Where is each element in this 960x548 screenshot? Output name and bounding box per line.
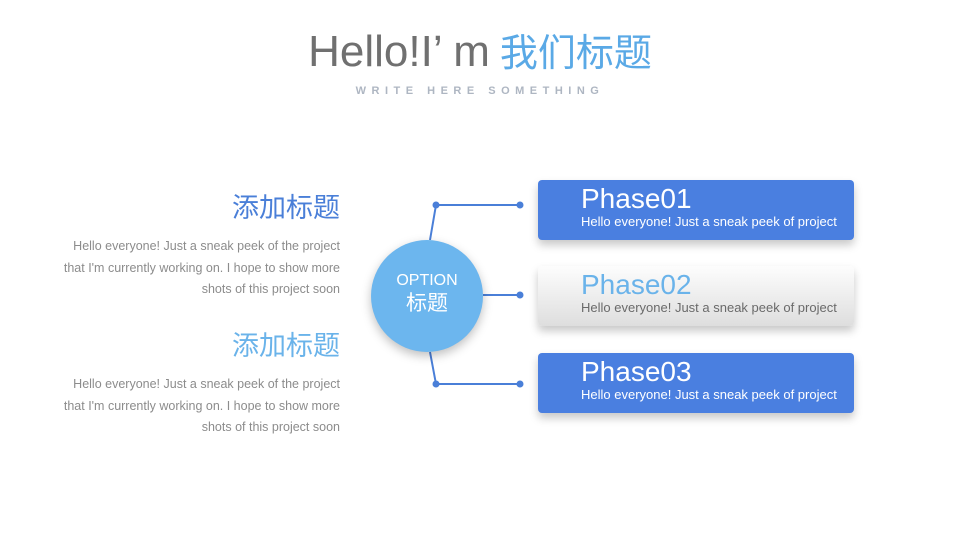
phase-title-3: Phase03 xyxy=(581,356,692,387)
connector-line-top xyxy=(429,204,520,241)
left-text-block-2: 添加标题 Hello everyone! Just a sneak peek o… xyxy=(50,330,340,439)
option-label-chinese: 标题 xyxy=(406,291,448,315)
page-title-english: Hello!I’ m xyxy=(308,27,490,76)
phase-desc-3: Hello everyone! Just a sneak peek of pro… xyxy=(581,387,837,402)
phase-title-2: Phase02 xyxy=(581,269,692,300)
left-block-heading-1: 添加标题 xyxy=(232,193,340,224)
left-text-block-1: 添加标题 Hello everyone! Just a sneak peek o… xyxy=(50,192,340,301)
phase-card-1: Phase01 Hello everyone! Just a sneak pee… xyxy=(538,180,854,240)
left-block-body-1: Hello everyone! Just a sneak peek of the… xyxy=(63,239,340,296)
left-block-heading-2: 添加标题 xyxy=(232,331,340,362)
phase-card-2: Phase02 Hello everyone! Just a sneak pee… xyxy=(538,266,854,326)
connector-dot xyxy=(516,291,524,299)
page-subtitle: WRITE HERE SOMETHING xyxy=(355,85,605,97)
phase-card-3: Phase03 Hello everyone! Just a sneak pee… xyxy=(538,353,854,413)
connector-line-bottom xyxy=(429,351,520,385)
phase-title-1: Phase01 xyxy=(581,183,692,214)
option-label-english: OPTION xyxy=(396,272,458,289)
connector-dot xyxy=(432,380,440,388)
left-block-body-2: Hello everyone! Just a sneak peek of the… xyxy=(63,377,340,434)
connector-dot xyxy=(432,201,440,209)
option-circle: OPTION 标题 xyxy=(371,240,483,352)
phase-desc-1: Hello everyone! Just a sneak peek of pro… xyxy=(581,214,837,229)
phase-desc-2: Hello everyone! Just a sneak peek of pro… xyxy=(581,300,837,315)
page-title-chinese: 我们标题 xyxy=(499,31,652,75)
connector-dot xyxy=(516,201,524,209)
connector-dot xyxy=(516,380,524,388)
